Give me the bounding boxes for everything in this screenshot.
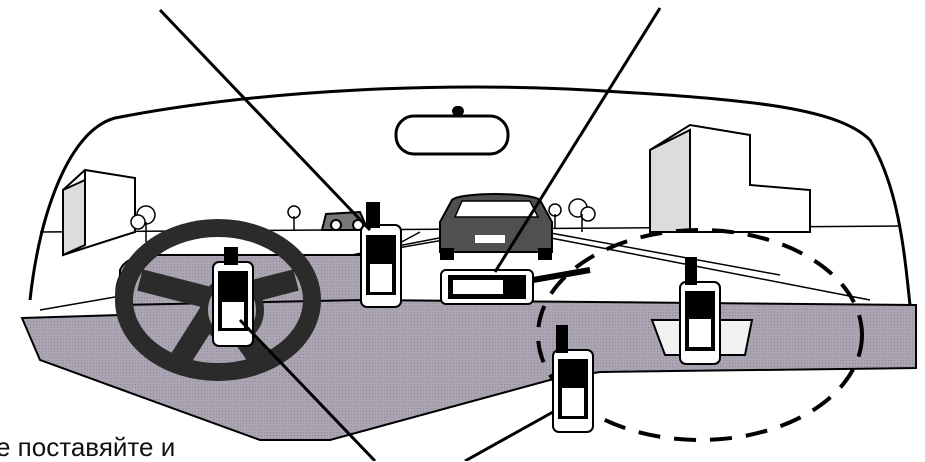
gps-device-windshield-left-icon xyxy=(360,202,402,308)
rearview-mirror-icon xyxy=(394,106,510,156)
gps-device-dashboard-icon xyxy=(440,267,591,305)
windshield-frame xyxy=(28,85,912,306)
tree-icon xyxy=(130,198,596,242)
gps-device-lower-icon xyxy=(552,325,594,433)
car-icon xyxy=(439,193,553,260)
dashed-zone-ellipse xyxy=(536,228,864,442)
building-left-icon xyxy=(62,168,136,257)
building-right-icon xyxy=(649,123,811,233)
caption-text: е поставяйте и xyxy=(0,432,176,462)
gps-device-right-icon xyxy=(679,257,721,365)
gps-device-steering-icon xyxy=(212,247,254,347)
pointer-lines xyxy=(158,7,662,461)
